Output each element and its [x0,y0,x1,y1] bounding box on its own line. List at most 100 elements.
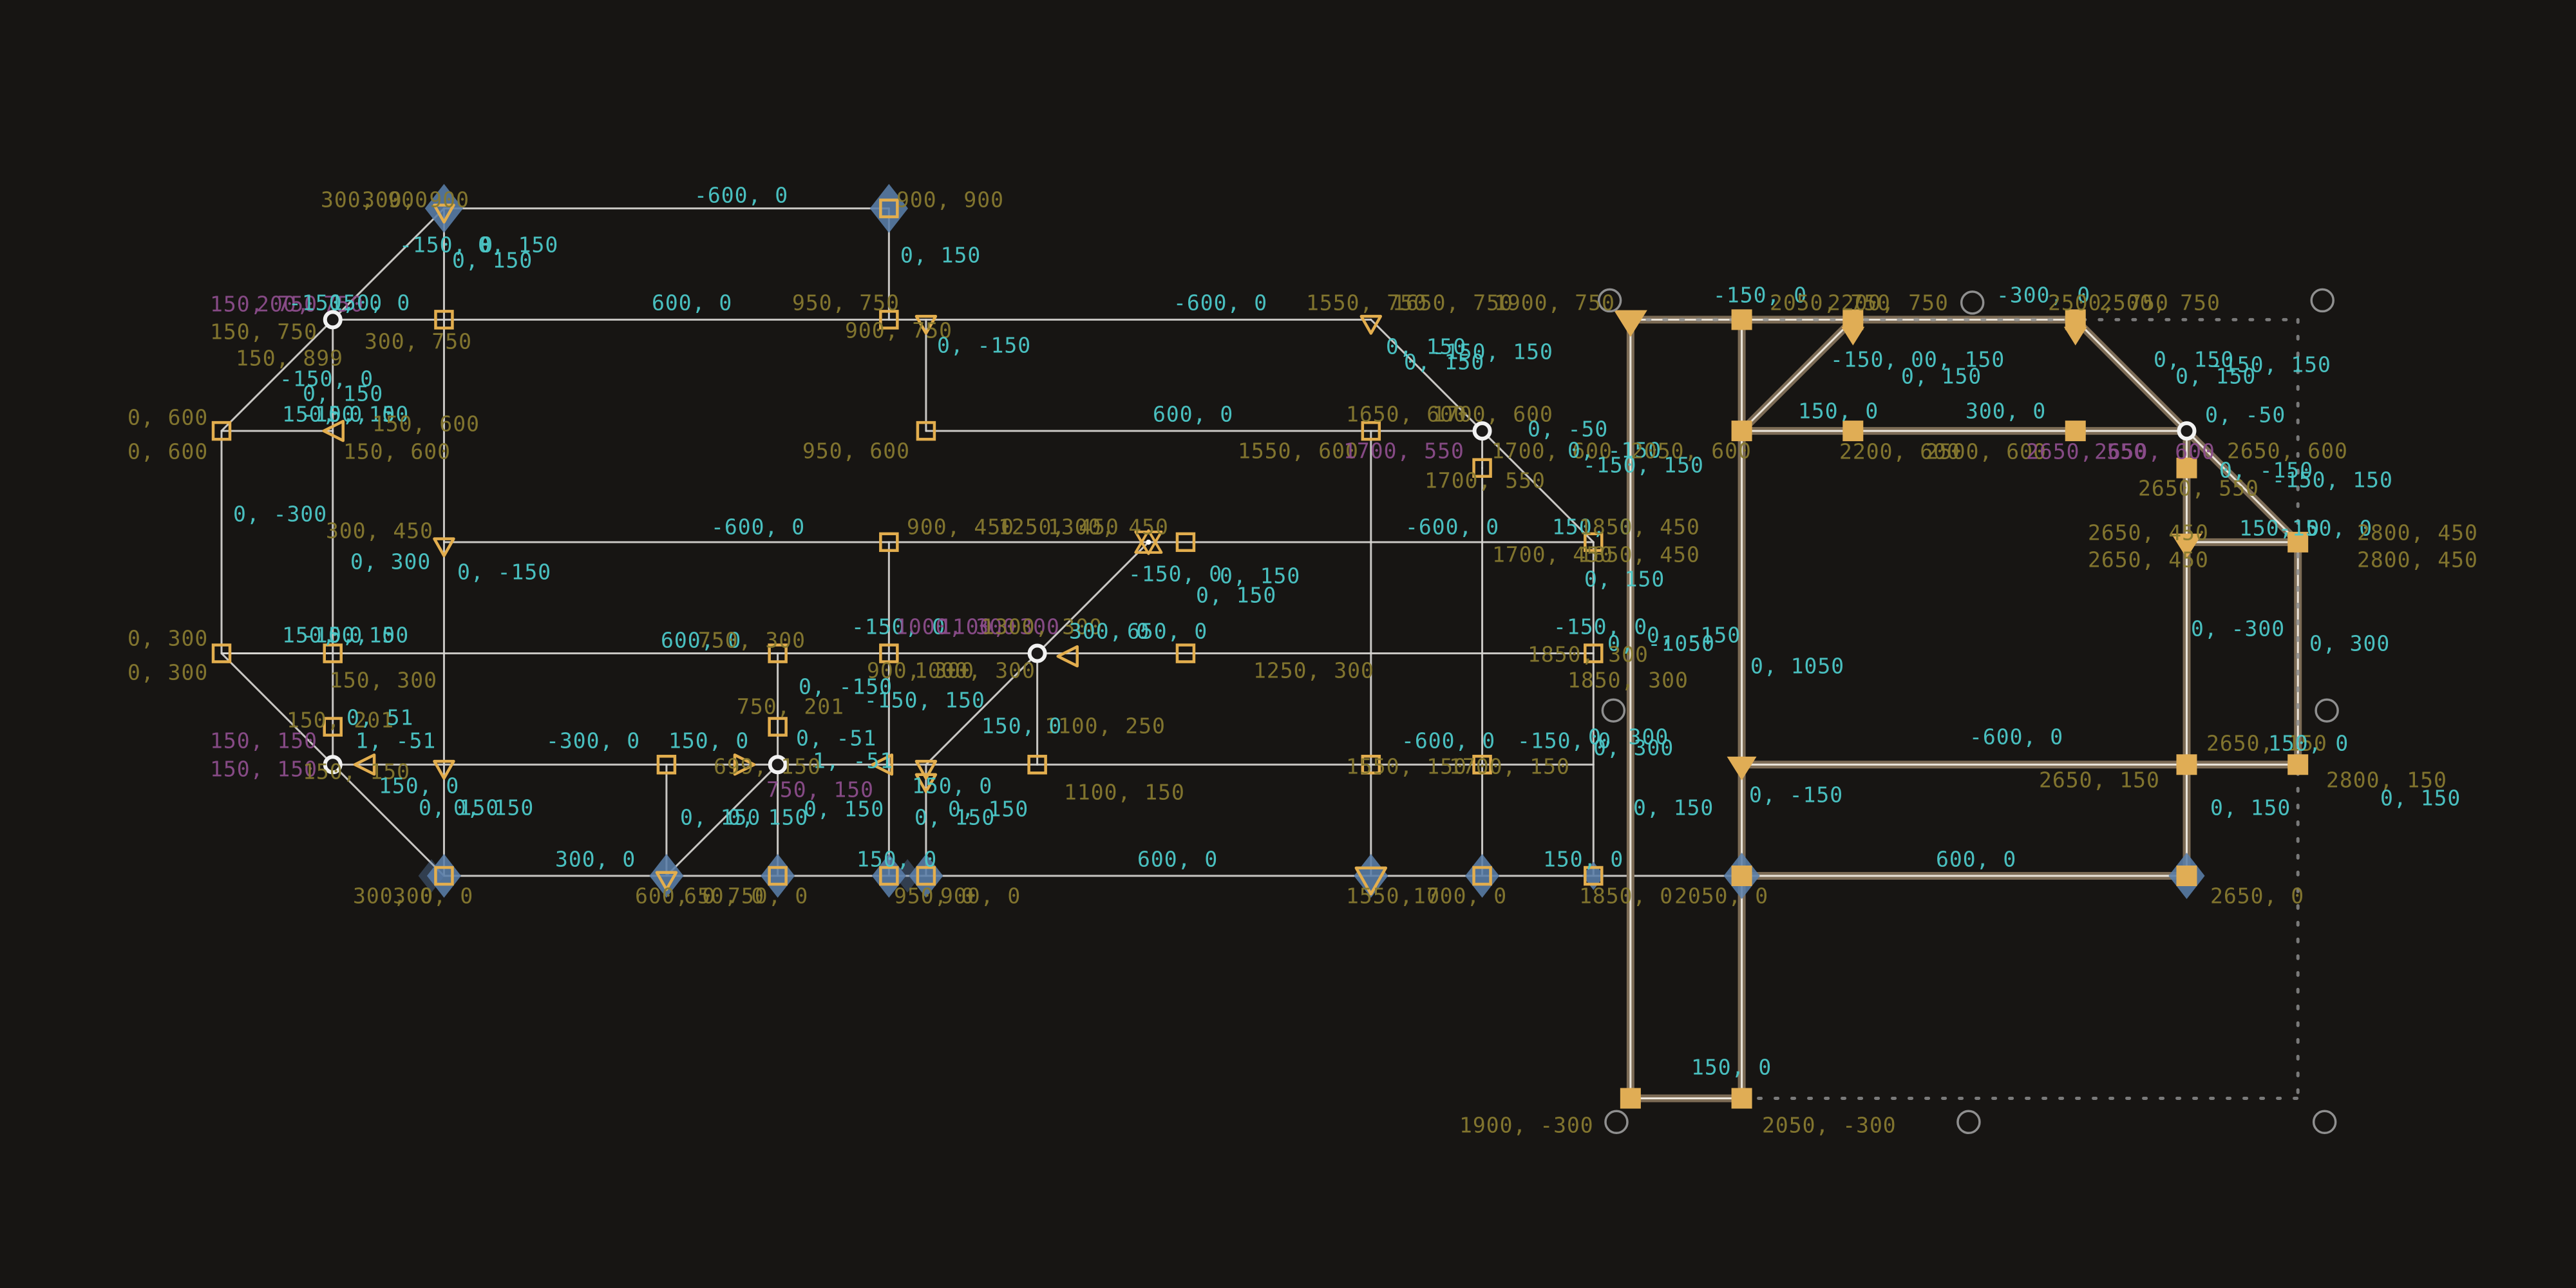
base-node-diamond[interactable] [871,854,906,898]
bowtie-marker-up[interactable] [1134,529,1163,554]
arrow-left-marker[interactable] [1056,645,1079,668]
wall-node-square-marker[interactable] [1731,309,1752,330]
edge-delta-label: 0, -50 [2205,402,2286,428]
support-triangle-marker[interactable] [914,773,938,793]
node-coordinate-label: 2800, 450 [2357,547,2478,573]
support-triangle-marker[interactable] [1359,314,1383,335]
support-triangle-filled-marker[interactable] [2171,533,2202,559]
pin-node-circle[interactable] [1027,643,1047,663]
edge-delta-label: 150, 0 [912,773,992,799]
wall-node-square-marker[interactable] [2287,754,2309,775]
base-node-diamond[interactable] [894,859,921,893]
joint-square-marker[interactable] [879,198,899,218]
wall-node-square-marker[interactable] [2065,421,2086,442]
support-triangle-filled-marker[interactable] [1613,310,1647,337]
base-node-diamond[interactable] [426,854,461,898]
edge-delta-label: 0, -1050 [1607,631,1715,656]
node-coordinate-label: 699, 150 [714,754,821,779]
support-triangle-marker[interactable] [914,759,938,780]
edge-delta-label: -150, 0 [301,623,395,648]
joint-square-marker[interactable] [1175,532,1196,553]
node-coordinate-label: 950, 750 [792,290,900,316]
base-node-diamond[interactable] [649,854,684,898]
node-coordinate-label: 750, 201 [737,694,844,719]
joint-square-marker[interactable] [434,866,454,886]
support-triangle-marker[interactable] [433,204,455,224]
joint-square-marker[interactable] [1584,643,1604,663]
joint-square-marker[interactable] [916,866,936,886]
joint-square-marker[interactable] [879,532,899,553]
joint-square-marker[interactable] [434,310,454,330]
wall-node-square-marker[interactable] [1842,309,1864,330]
edge-delta-label: -150, 0 [279,366,374,392]
joint-square-marker[interactable] [323,643,343,663]
support-triangle-marker[interactable] [433,537,455,558]
joint-square-marker[interactable] [879,643,899,663]
joint-square-marker[interactable] [1584,866,1604,886]
support-triangle-marker[interactable] [655,871,678,891]
node-coordinate-label: 1550, 750 [1306,290,1427,316]
arrow-left-marker[interactable] [322,419,345,442]
arrow-left-marker[interactable] [353,753,376,776]
wall-node-square-marker[interactable] [2065,309,2086,330]
wall-node-square-marker[interactable] [1620,1088,1641,1109]
edge-delta-label: 0, 300 [2309,631,2390,656]
joint-square-marker[interactable] [879,310,899,330]
joint-square-marker[interactable] [656,755,677,775]
joint-square-marker[interactable] [1472,458,1492,478]
wall-node-square-marker[interactable] [2176,457,2197,478]
support-triangle-filled-marker[interactable] [1841,327,1865,346]
joint-square-marker[interactable] [1472,755,1492,775]
joint-square-marker[interactable] [1361,755,1381,775]
joint-square-marker[interactable] [211,421,232,441]
edge-delta-label: 0, 150 [1386,334,1466,359]
reference-circle [1604,1110,1629,1135]
node-coordinate-label: 150, 750 [210,292,317,317]
node-coordinate-label: 750, 0 [728,884,808,909]
support-triangle-marker[interactable] [914,314,938,335]
pin-node-circle[interactable] [768,755,788,775]
node-coordinate-label: 2650, 0 [2210,884,2304,909]
support-triangle-marker[interactable] [1354,866,1388,896]
edge-delta-label: 0, 150 [453,795,534,820]
joint-square-marker[interactable] [1175,643,1196,663]
wall-node-square-marker[interactable] [1731,866,1752,886]
joint-square-marker[interactable] [1584,532,1604,553]
support-triangle-filled-marker[interactable] [2063,327,2087,346]
wall-node-square-marker[interactable] [1842,421,1864,442]
support-triangle-marker[interactable] [433,759,455,780]
base-node-diamond[interactable] [909,854,943,898]
base-node-diamond[interactable] [761,854,795,898]
pin-node-circle[interactable] [323,310,343,330]
joint-square-marker[interactable] [1361,421,1381,441]
edge-delta-label: 600, 0 [1936,847,2016,872]
joint-square-marker[interactable] [211,643,232,663]
joint-square-marker[interactable] [1027,755,1047,775]
pin-node-circle[interactable] [2177,421,2197,441]
wall-node-square-marker[interactable] [2287,531,2309,553]
base-node-diamond[interactable] [869,184,908,233]
joint-square-marker[interactable] [768,717,788,737]
joint-square-marker[interactable] [1472,866,1492,886]
pin-node-circle[interactable] [1472,421,1492,441]
base-node-diamond[interactable] [1354,854,1388,898]
node-coordinate-label: 2050, 750 [1770,290,1891,316]
base-node-diamond[interactable] [1465,854,1500,898]
pin-node-circle[interactable] [323,755,343,775]
arrow-right-marker[interactable] [733,753,756,776]
arrow-left-marker[interactable] [871,753,894,776]
base-node-diamond[interactable] [424,184,464,233]
wall-node-square-marker[interactable] [2176,754,2197,775]
joint-square-marker[interactable] [768,643,788,663]
support-triangle-filled-marker[interactable] [1727,756,1757,781]
joint-square-marker[interactable] [916,421,936,441]
joint-square-marker[interactable] [323,717,343,737]
wall-node-square-marker[interactable] [2176,866,2197,886]
joint-square-marker[interactable] [768,866,788,886]
edge-delta-label: -600, 0 [1173,290,1267,316]
wall-node-square-marker[interactable] [1731,1088,1752,1109]
joint-square-marker[interactable] [879,866,899,886]
wall-node-square-marker[interactable] [1731,421,1752,442]
